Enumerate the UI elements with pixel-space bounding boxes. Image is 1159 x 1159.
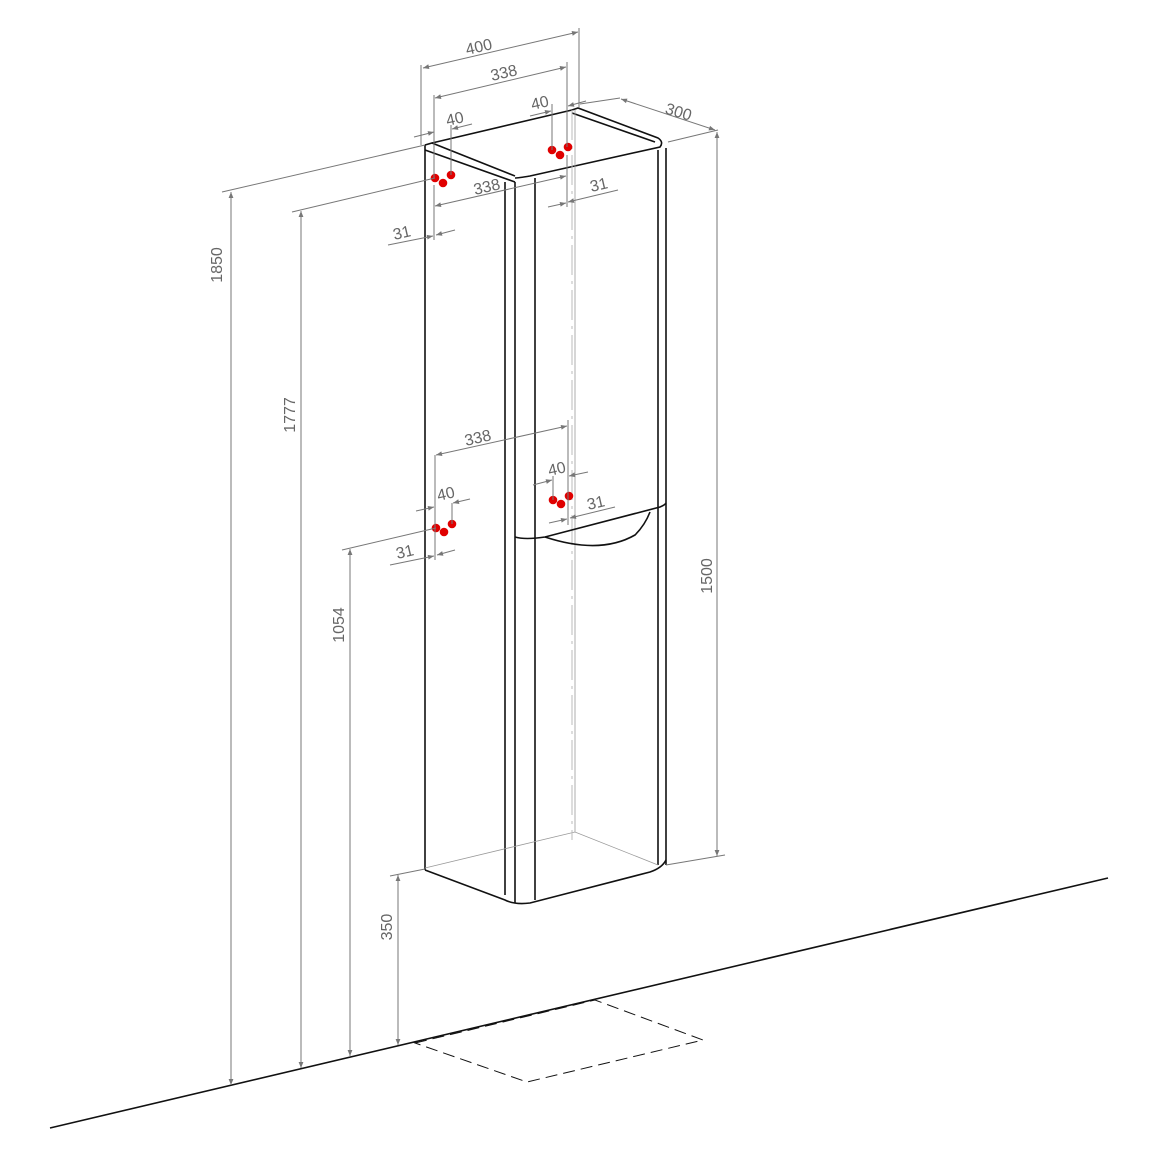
hole-marker — [564, 491, 574, 501]
dim-width-total: 400 — [464, 36, 494, 59]
dim-offset-top-right: 31 — [588, 175, 609, 196]
dim-height-cabinet: 1500 — [699, 558, 716, 594]
dim-width-mid-holes: 338 — [463, 427, 493, 450]
dim-height-floor-gap: 350 — [379, 914, 396, 941]
hole-marker — [438, 178, 448, 188]
hole-marker — [563, 142, 573, 152]
dim-width-top-front-holes: 338 — [472, 176, 502, 199]
floor — [49, 877, 1109, 1129]
dim-offset-mid-right: 31 — [585, 493, 606, 514]
dim-hole-spacing-mid-right: 40 — [546, 459, 567, 480]
cabinet — [424, 107, 667, 905]
dim-hole-spacing-mid-left: 40 — [435, 484, 456, 505]
dim-hole-spacing-top-left: 40 — [444, 109, 465, 130]
dim-width-top-holes: 338 — [489, 62, 519, 85]
dim-hole-spacing-top-right: 40 — [529, 93, 550, 114]
hole-marker — [555, 150, 565, 160]
floor-footprint — [413, 999, 705, 1083]
dimension-labels: 400 338 40 40 300 338 31 31 1850 1777 10… — [209, 36, 716, 940]
dim-offset-top-left: 31 — [391, 223, 412, 244]
dim-height-mid-holes: 1054 — [331, 607, 348, 643]
dimension-lines — [221, 28, 726, 1085]
hole-marker — [439, 527, 449, 537]
dim-height-total: 1850 — [209, 247, 226, 283]
dim-depth: 300 — [663, 101, 694, 125]
hole-marker — [556, 499, 566, 509]
dim-height-top-holes: 1777 — [282, 397, 299, 433]
dim-offset-mid-left: 31 — [394, 542, 415, 563]
